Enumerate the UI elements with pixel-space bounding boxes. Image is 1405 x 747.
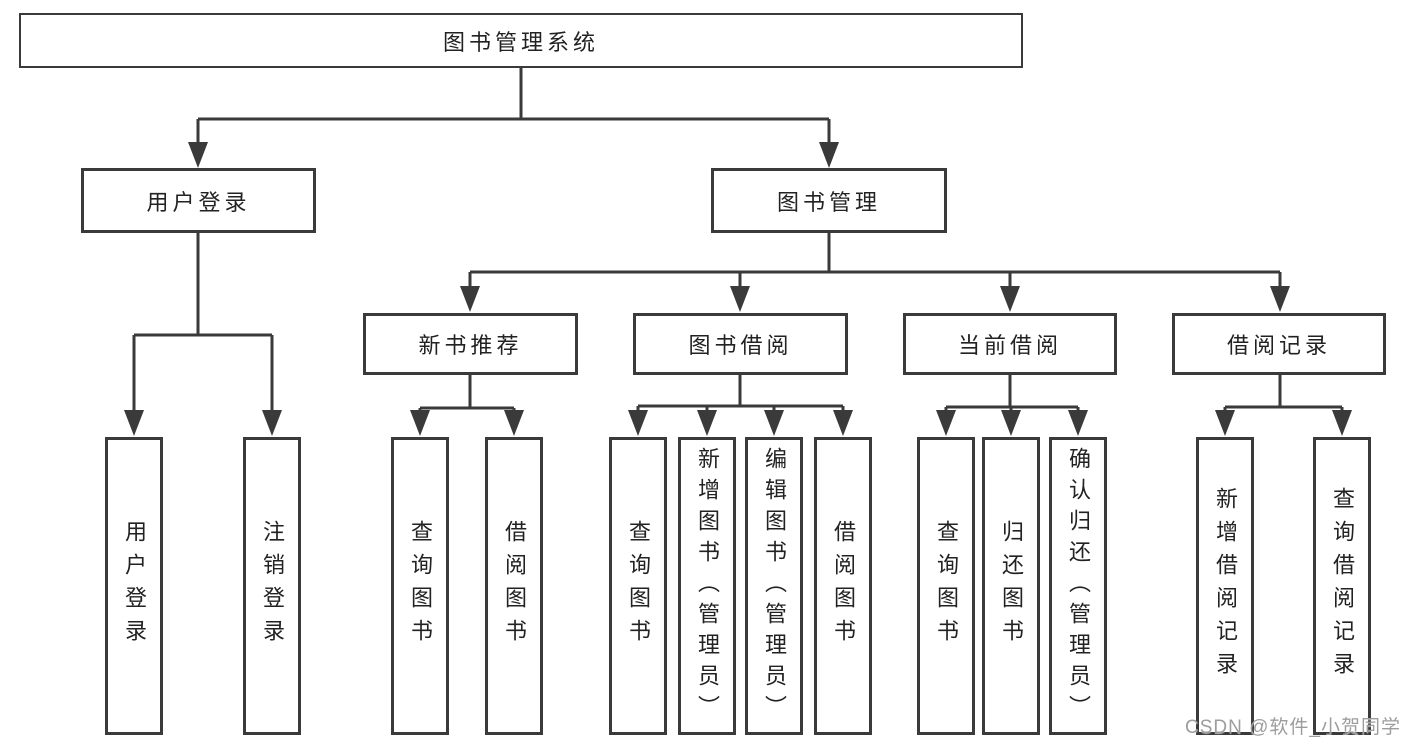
node-label: 借阅记录 bbox=[1226, 333, 1331, 358]
leaf-query-books-2: 查询图书 bbox=[609, 437, 667, 735]
leaf-query-books-1: 查询图书 bbox=[391, 437, 449, 735]
node-label: 新书推荐 bbox=[418, 333, 523, 358]
leaf-edit-book-admin: 编辑图书（管理员） bbox=[745, 437, 803, 735]
node-label: 借阅图书 bbox=[502, 520, 527, 652]
leaf-add-borrow-record: 新增借阅记录 bbox=[1196, 437, 1254, 735]
node-label: 归还图书 bbox=[999, 520, 1024, 652]
leaf-query-borrow-record: 查询借阅记录 bbox=[1313, 437, 1371, 735]
node-label: 编辑图书（管理员） bbox=[762, 446, 787, 726]
node-user-login: 用户登录 bbox=[81, 168, 316, 233]
leaf-borrow-books-1: 借阅图书 bbox=[485, 437, 543, 735]
node-label: 确认归还（管理员） bbox=[1066, 446, 1091, 726]
node-label: 当前借阅 bbox=[957, 333, 1062, 358]
node-book-borrowing: 图书借阅 bbox=[633, 313, 848, 375]
node-label: 查询借阅记录 bbox=[1330, 487, 1355, 685]
node-label: 用户登录 bbox=[122, 520, 147, 652]
node-book-management: 图书管理 bbox=[711, 168, 947, 233]
node-borrowing-records: 借阅记录 bbox=[1172, 313, 1386, 375]
leaf-return-book: 归还图书 bbox=[982, 437, 1040, 735]
node-label: 图书借阅 bbox=[688, 333, 793, 358]
leaf-query-books-3: 查询图书 bbox=[917, 437, 975, 735]
node-label: 图书管理系统 bbox=[442, 29, 599, 55]
node-label: 查询图书 bbox=[408, 520, 433, 652]
node-label: 注销登录 bbox=[260, 520, 285, 652]
leaf-confirm-return-admin: 确认归还（管理员） bbox=[1049, 437, 1107, 735]
leaf-add-book-admin: 新增图书（管理员） bbox=[678, 437, 736, 735]
node-current-borrowing: 当前借阅 bbox=[903, 313, 1117, 375]
node-library-management-system: 图书管理系统 bbox=[19, 13, 1023, 68]
arrowheads bbox=[124, 142, 1352, 436]
leaf-borrow-books-2: 借阅图书 bbox=[814, 437, 872, 735]
node-label: 查询图书 bbox=[934, 520, 959, 652]
csdn-watermark: CSDN @软件_小贺同学 bbox=[1185, 717, 1401, 738]
leaf-user-login: 用户登录 bbox=[105, 437, 163, 735]
node-label: 查询图书 bbox=[626, 520, 651, 652]
tree-edges bbox=[132, 68, 1344, 413]
node-label: 新增图书（管理员） bbox=[695, 446, 720, 726]
node-label: 借阅图书 bbox=[831, 520, 856, 652]
node-new-book-recommendation: 新书推荐 bbox=[363, 313, 578, 375]
node-label: 图书管理 bbox=[776, 189, 881, 215]
node-label: 用户登录 bbox=[146, 189, 251, 215]
node-label: 新增借阅记录 bbox=[1213, 487, 1238, 685]
leaf-logout: 注销登录 bbox=[243, 437, 301, 735]
